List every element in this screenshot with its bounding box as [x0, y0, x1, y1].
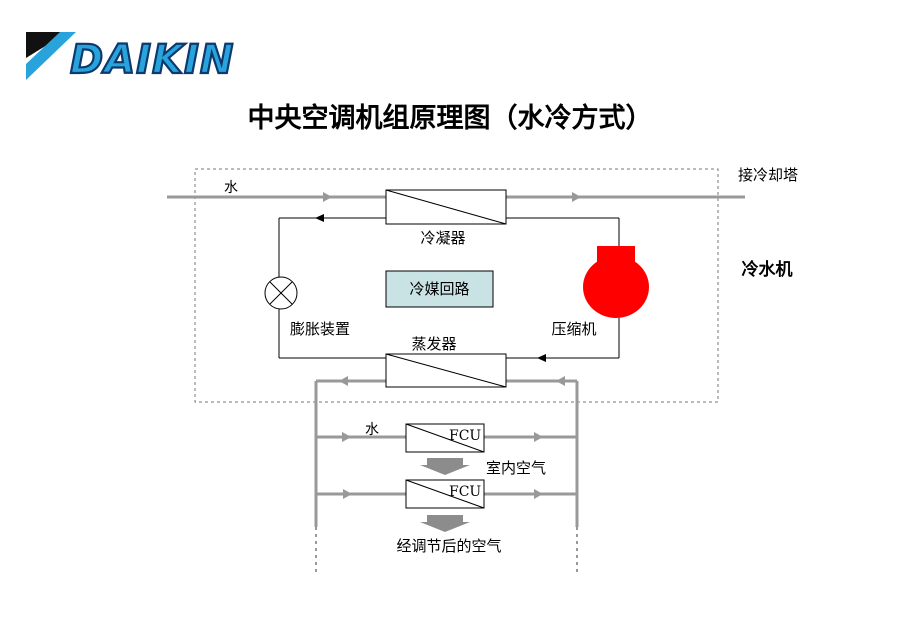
daikin-logo: DAIKIN	[26, 32, 235, 84]
indoor-air-label: 室内空气	[486, 459, 546, 477]
air-flow-arrow-1	[420, 458, 470, 475]
evaporator	[385, 353, 507, 388]
condenser	[385, 189, 507, 225]
chilled-water-arrows	[339, 376, 565, 499]
compressor-label: 压缩机	[551, 320, 596, 338]
condenser-water-line	[167, 192, 745, 202]
expansion-valve-label: 膨胀装置	[290, 320, 350, 338]
fcu-unit-1	[405, 423, 485, 453]
air-flow-arrow-2	[420, 515, 470, 532]
refrigerant-loop-label: 冷媒回路	[409, 280, 469, 298]
logo-text: DAIKIN	[70, 37, 234, 83]
refrigerant-arrow-left	[537, 354, 546, 362]
flow-arrow-right	[572, 192, 581, 202]
evaporator-label: 蒸发器	[411, 335, 456, 353]
chiller-label: 冷水机	[742, 259, 793, 280]
fcu1-label: FCU	[449, 428, 481, 444]
refrigerant-loop-lines	[278, 217, 620, 359]
chilled-water-lines	[314, 379, 579, 527]
refrigerant-loop-box	[385, 270, 494, 308]
condenser-label: 冷凝器	[420, 229, 465, 247]
expansion-valve-icon	[264, 276, 298, 310]
cooling-tower-label: 接冷却塔	[738, 166, 798, 184]
logo-blue-stripe	[26, 32, 76, 80]
water-label-top: 水	[224, 180, 238, 196]
refrigerant-arrow-left	[315, 214, 324, 222]
compressor-icon	[583, 246, 649, 318]
flow-arrow-right	[323, 192, 332, 202]
water-label-bottom: 水	[365, 422, 379, 438]
fcu2-label: FCU	[449, 484, 481, 500]
chilled-water-continuation	[315, 527, 578, 573]
conditioned-air-label: 经调节后的空气	[396, 537, 501, 555]
page-title: 中央空调机组原理图（水冷方式）	[248, 102, 653, 134]
fcu-unit-2	[405, 479, 485, 509]
